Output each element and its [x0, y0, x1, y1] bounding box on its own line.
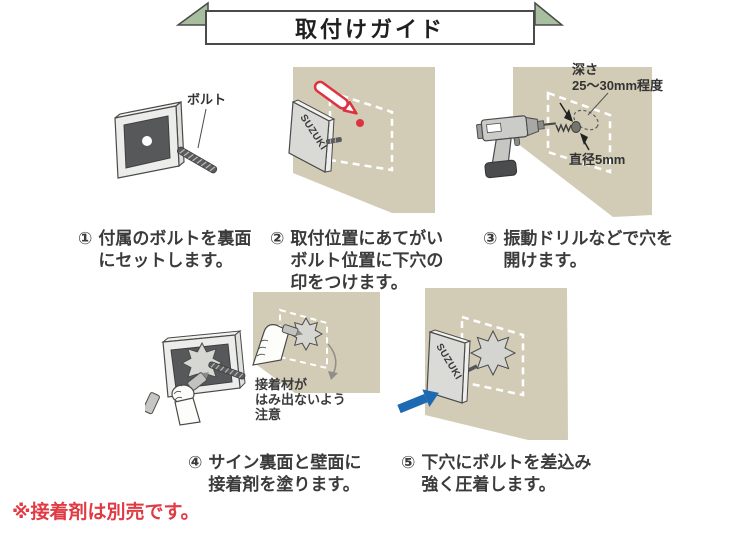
glue-note-line-3: 注意	[255, 407, 282, 422]
glue-splat	[469, 329, 517, 377]
mark-dot	[356, 119, 364, 127]
depth-label-line2: 25〜30mm程度	[572, 78, 664, 93]
red-pen-icon	[313, 80, 358, 115]
step-3-line-1: 振動ドリルなどで穴を	[503, 229, 674, 248]
bolt-icon	[208, 361, 246, 380]
bolt-stub-icon	[325, 137, 342, 145]
step-2-line-2: ボルト位置に下穴の	[290, 251, 444, 270]
step-3-caption: ③ 振動ドリルなどで穴を 開けます。	[483, 228, 673, 272]
step-2-line-1: 取付位置にあてがい	[290, 229, 444, 248]
press-direction-arrow-icon	[397, 389, 439, 414]
step-1-line-2: にセットします。	[98, 251, 233, 270]
guide-title-banner: 取付けガイド	[205, 10, 535, 45]
step-4-caption: ④ サイン裏面と壁面に 接着剤を塗ります。	[188, 452, 361, 496]
adhesive-sold-separately-note: ※接着剤は別売です。	[12, 502, 200, 523]
illustration-step-2: SUZUKI	[288, 67, 435, 213]
diameter-label: 直径5mm	[569, 152, 625, 167]
wall-background	[293, 67, 435, 213]
bolt-pointer-line	[197, 108, 207, 149]
ribbon-right-triangle	[534, 1, 565, 26]
depth-label-line1: 深さ	[572, 62, 598, 77]
step-3-number: ③	[483, 229, 498, 248]
page-title: 取付けガイド	[294, 16, 445, 42]
suzuki-sign-icon: SUZUKI	[288, 99, 336, 173]
glue-caution-note: 接着材が はみ出ないよう 注意	[255, 377, 346, 422]
glue-note-line-2: はみ出ないよう	[255, 392, 346, 407]
bolt-label: ボルト	[187, 92, 226, 107]
step-2-number: ②	[270, 229, 285, 248]
step-1-caption: ① 付属のボルトを裏面 にセットします。	[78, 228, 251, 272]
step-3-line-2: 開けます。	[503, 251, 587, 270]
step-5-line-1: 下穴にボルトを差込み	[421, 453, 592, 472]
wall-background	[513, 67, 652, 217]
depth-pointer-line	[587, 92, 609, 116]
step-1-number: ①	[78, 229, 93, 248]
illustration-step-4	[145, 292, 380, 426]
step-4-number: ④	[188, 453, 203, 472]
banner-ribbon-ends	[175, 1, 565, 26]
step-2-caption: ② 取付位置にあてがい ボルト位置に下穴の 印をつけます。	[270, 228, 443, 294]
spread-curve-arrowhead	[328, 371, 338, 380]
suzuki-sign-icon: SUZUKI	[426, 329, 472, 404]
step-2-line-3: 印をつけます。	[290, 273, 408, 292]
ribbon-left-triangle	[175, 1, 209, 26]
bolt-icon	[176, 146, 218, 174]
drill-bit-coil	[555, 123, 572, 133]
step-4-line-1: サイン裏面と壁面に	[208, 453, 362, 472]
step-5-caption: ⑤ 下穴にボルトを差込み 強く圧着します。	[401, 452, 591, 496]
illustration-step-3: 深さ 25〜30mm程度 直径5mm	[476, 62, 664, 217]
mounting-outline-dashed	[546, 91, 612, 174]
illustration-step-1: ボルト	[114, 92, 226, 179]
drilled-hole	[571, 121, 581, 133]
step-1-line-1: 付属のボルトを裏面	[98, 229, 252, 248]
hand-with-tube-sign-icon	[145, 372, 209, 426]
illustration-step-5: SUZUKI	[397, 288, 568, 440]
drill-icon	[476, 115, 556, 179]
step-5-line-2: 強く圧着します。	[421, 475, 556, 494]
step-5-number: ⑤	[401, 453, 416, 472]
glue-note-line-1: 接着材が	[255, 377, 308, 392]
step-4-line-2: 接着剤を塗ります。	[208, 475, 360, 494]
sign-back-panel-icon	[114, 100, 185, 179]
glue-splat-on-sign	[180, 341, 224, 385]
hand-with-tube-wall-icon	[252, 324, 303, 366]
diameter-arrows	[559, 102, 590, 151]
